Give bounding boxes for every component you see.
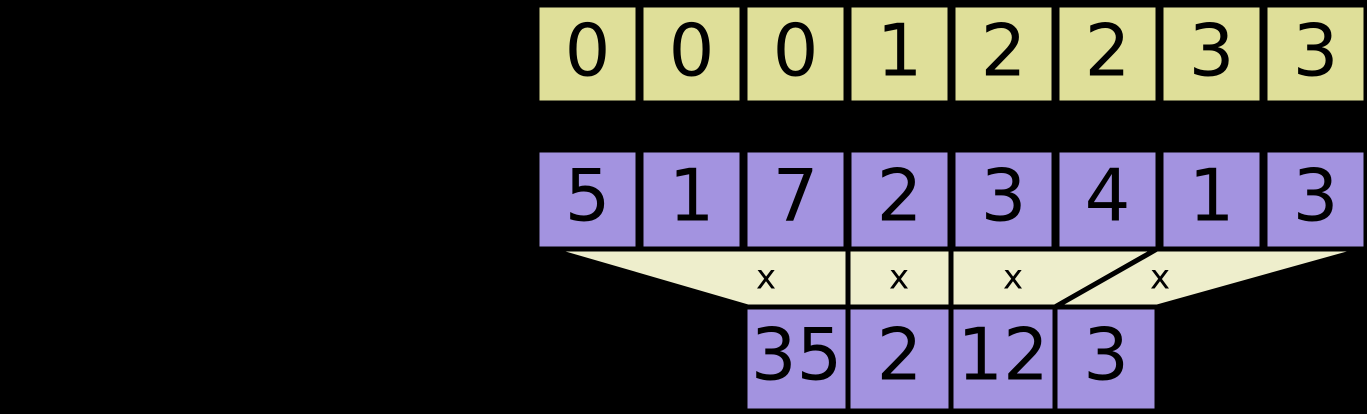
result-cell-3-label: 12 [957,313,1049,397]
operator-symbol-4: x [1150,258,1170,298]
flag-cell-6[interactable] [1054,2,1161,106]
flag-cell-3-label: 0 [773,9,819,93]
flag-cell-5-label: 2 [981,9,1027,93]
value-cell-1-label: 5 [565,154,611,238]
segment-flags-row: 0 0 0 1 2 2 3 3 [534,2,1367,106]
operator-symbol-3: x [1003,258,1023,298]
result-cell-2[interactable] [845,304,954,414]
flag-cell-8-label: 3 [1293,9,1339,93]
value-cell-4[interactable] [846,147,953,252]
flag-cell-1-label: 0 [565,9,611,93]
flag-cell-5[interactable] [950,2,1057,106]
value-cell-4-label: 2 [877,154,923,238]
value-cell-5[interactable] [950,147,1057,252]
band-segment-1 [547,246,851,310]
result-cell-4[interactable] [1052,304,1160,414]
value-cell-6-label: 4 [1085,154,1131,238]
flag-cell-4[interactable] [846,2,953,106]
value-cell-2[interactable] [638,147,745,252]
result-cell-2-label: 2 [877,313,923,397]
result-cell-1[interactable] [742,304,851,414]
flag-cell-2[interactable] [638,2,745,106]
flag-cell-8[interactable] [1262,2,1367,106]
value-cell-6[interactable] [1054,147,1161,252]
flag-cell-3[interactable] [742,2,849,106]
operator-symbol-1: x [756,258,776,298]
flag-cell-4-label: 1 [877,9,923,93]
value-cell-7-label: 1 [1189,154,1235,238]
operator-symbol-2: x [889,258,909,298]
flag-cell-2-label: 0 [669,9,715,93]
flag-cell-7[interactable] [1158,2,1265,106]
operator-band-group: x x x x [547,246,1366,310]
value-cell-7[interactable] [1158,147,1265,252]
value-cell-5-label: 3 [981,154,1027,238]
result-cell-1-label: 35 [751,313,843,397]
value-cell-3[interactable] [742,147,849,252]
flag-cell-1[interactable] [534,2,641,106]
value-cell-8-label: 3 [1293,154,1339,238]
segment-products-row: 35 2 12 3 [742,304,1160,414]
value-cell-1[interactable] [534,147,641,252]
flag-cell-6-label: 2 [1085,9,1131,93]
input-values-row: 5 1 7 2 3 4 1 3 [534,147,1367,252]
value-cell-2-label: 1 [669,154,715,238]
value-cell-3-label: 7 [773,154,819,238]
flag-cell-7-label: 3 [1189,9,1235,93]
result-cell-4-label: 3 [1083,313,1129,397]
value-cell-8[interactable] [1262,147,1367,252]
